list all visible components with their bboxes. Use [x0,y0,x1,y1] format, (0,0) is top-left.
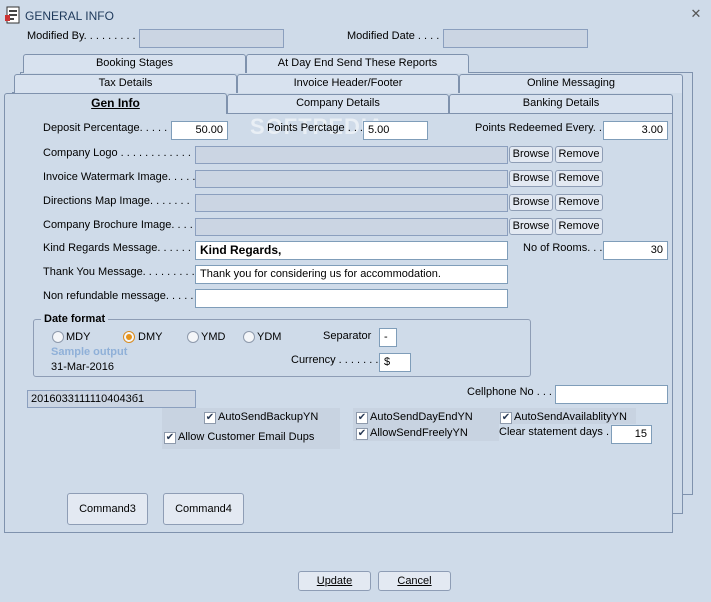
thank-you-label: Thank You Message. . . . . . . . . [43,266,195,278]
currency-input[interactable]: $ [379,353,411,372]
remove-logo-button[interactable]: Remove [555,146,603,163]
tab-online-messaging[interactable]: Online Messaging [459,74,683,93]
radio-mdy-label: MDY [66,331,91,343]
rooms-input[interactable]: 30 [603,241,668,260]
clear-days-label: Clear statement days . . [499,426,616,438]
nonrefundable-input[interactable] [195,289,508,308]
checkbox-panel-right [498,408,636,424]
modified-by-field[interactable] [139,29,284,48]
auto-availability-checkbox[interactable]: ✔ [500,412,512,424]
points-redeemed-input[interactable]: 3.00 [603,121,668,140]
company-logo-field[interactable] [195,146,508,164]
browse-brochure-button[interactable]: Browse [509,218,553,235]
kind-regards-label: Kind Regards Message. . . . . . . [43,242,198,254]
directions-map-label: Directions Map Image. . . . . . . [43,195,190,207]
allow-freely-checkbox[interactable]: ✔ [356,428,368,440]
checkbox-panel-middle [353,408,499,441]
points-redeemed-label: Points Redeemed Every. . . [475,122,609,134]
rooms-label: No of Rooms. . . [523,242,603,254]
radio-ymd[interactable] [187,331,199,343]
auto-dayend-checkbox[interactable]: ✔ [356,412,368,424]
app-icon [5,6,21,24]
browse-map-button[interactable]: Browse [509,194,553,211]
allow-dups-checkbox[interactable]: ✔ [164,432,176,444]
radio-ydm-label: YDM [257,331,282,343]
modified-date-label: Modified Date . . . . [347,30,440,42]
company-brochure-field[interactable] [195,218,508,236]
update-button[interactable]: Update [298,571,371,591]
title-bar [0,0,711,30]
browse-watermark-button[interactable]: Browse [509,170,553,187]
nonrefundable-label: Non refundable message. . . . . . [43,290,200,302]
currency-label: Currency . . . . . . . [291,354,379,366]
separator-input[interactable]: - [379,328,397,347]
command3-button[interactable]: Command3 [67,493,148,525]
browse-logo-button[interactable]: Browse [509,146,553,163]
auto-availability-label: AutoSendAvailablityYN [514,411,627,423]
sample-output-value: 31-Mar-2016 [51,361,114,373]
window-title: GENERAL INFO [25,9,114,23]
points-percentage-input[interactable]: 5.00 [363,121,428,140]
deposit-percentage-label: Deposit Percentage. . . . . . [43,122,174,134]
allow-dups-label: Allow Customer Email Dups [178,431,315,443]
cellphone-label: Cellphone No . . . [467,386,552,398]
watermark-text: SOFTPEDIA [250,114,385,139]
date-format-group [33,319,531,377]
modified-by-label: Modified By. . . . . . . . . . [27,30,142,42]
tab-invoice-header-footer[interactable]: Invoice Header/Footer [237,74,459,93]
radio-dmy[interactable] [123,331,135,343]
cellphone-input[interactable] [555,385,668,404]
allow-freely-label: AllowSendFreelyYN [370,427,468,439]
modified-date-field[interactable] [443,29,588,48]
auto-dayend-label: AutoSendDayEndYN [370,411,473,423]
tab-banking-details[interactable]: Banking Details [449,94,673,113]
date-format-title: Date format [41,313,109,325]
tab-booking-stages[interactable]: Booking Stages [23,54,246,73]
watermark-image-label: Invoice Watermark Image. . . . . [43,171,196,183]
radio-ydm[interactable] [243,331,255,343]
tab-tax-details[interactable]: Tax Details [14,74,237,93]
sample-output-label: Sample output [51,346,128,358]
remove-map-button[interactable]: Remove [555,194,603,211]
separator-label: Separator [323,330,372,342]
thank-you-input[interactable]: Thank you for considering us for accommo… [195,265,508,284]
radio-ymd-label: YMD [201,331,226,343]
radio-mdy[interactable] [52,331,64,343]
tab-company-details[interactable]: Company Details [227,94,449,113]
tab-gen-info[interactable]: Gen Info [4,93,227,114]
company-brochure-label: Company Brochure Image. . . . . [43,219,199,231]
auto-backup-label: AutoSendBackupYN [218,411,319,423]
tab-day-end-reports[interactable]: At Day End Send These Reports [246,54,469,73]
remove-watermark-button[interactable]: Remove [555,170,603,187]
checkbox-panel-left [162,408,340,449]
auto-backup-checkbox[interactable]: ✔ [204,412,216,424]
remove-brochure-button[interactable]: Remove [555,218,603,235]
radio-dmy-label: DMY [138,331,163,343]
serial-number-field[interactable]: 20160331111104043б1 [27,390,196,408]
cancel-button[interactable]: Cancel [378,571,451,591]
kind-regards-input[interactable]: Kind Regards, [195,241,508,260]
company-logo-label: Company Logo . . . . . . . . . . . . . [43,147,198,159]
clear-days-input[interactable]: 15 [611,425,652,444]
points-percentage-label: Points Perctage . . . [267,122,363,134]
deposit-percentage-input[interactable]: 50.00 [171,121,228,140]
directions-map-field[interactable] [195,194,508,212]
command4-button[interactable]: Command4 [163,493,244,525]
close-icon[interactable]: ✕ [690,6,702,21]
watermark-image-field[interactable] [195,170,508,188]
